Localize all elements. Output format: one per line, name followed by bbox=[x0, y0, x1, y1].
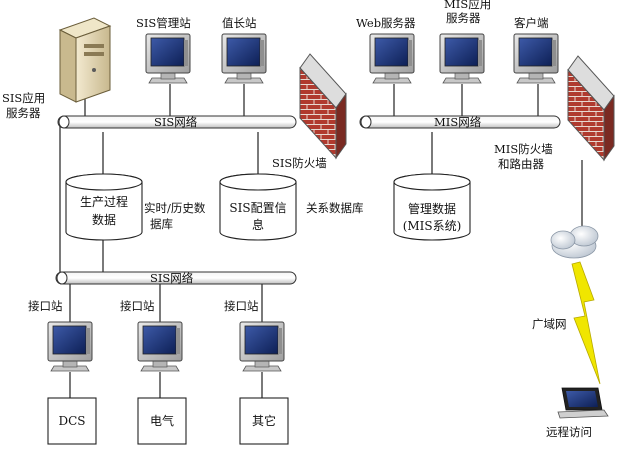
sis-app-server-label-2: 服务器 bbox=[6, 106, 41, 120]
dcs-label: DCS bbox=[58, 414, 85, 428]
interface-station-3-monitor-icon bbox=[239, 321, 285, 372]
web-server-label: Web服务器 bbox=[356, 16, 416, 30]
duty-station-monitor-icon bbox=[221, 33, 267, 84]
production-data-db: 生产过程 数据 bbox=[65, 173, 143, 241]
mis-firewall-icon bbox=[567, 55, 615, 161]
management-data-db: 管理数据 (MIS系统) bbox=[393, 173, 471, 241]
sis-firewall-icon bbox=[299, 53, 347, 159]
other-label: 其它 bbox=[252, 413, 276, 428]
interface-station-2-monitor-icon bbox=[137, 321, 183, 372]
dcs-box: DCS bbox=[47, 397, 97, 445]
laptop-icon bbox=[557, 387, 609, 419]
sis-config-db-line2: 息 bbox=[252, 217, 264, 232]
client-label: 客户端 bbox=[514, 16, 549, 30]
other-box: 其它 bbox=[239, 397, 289, 445]
client-monitor-icon bbox=[513, 33, 559, 84]
sis-config-db-line1: SIS配置信 bbox=[229, 201, 286, 215]
cloud-icon bbox=[550, 225, 599, 259]
sis-mgmt-station-label: SIS管理站 bbox=[136, 16, 191, 30]
sis-network-bottom-bus bbox=[55, 271, 297, 285]
server-icon bbox=[58, 17, 112, 103]
realtime-db-label-1: 实时/历史数 bbox=[144, 201, 206, 215]
duty-station-label: 值长站 bbox=[222, 16, 257, 30]
mis-app-server-monitor-icon bbox=[439, 33, 485, 84]
interface-station-1-label: 接口站 bbox=[28, 299, 63, 313]
sis-network-top-bus bbox=[57, 115, 297, 129]
remote-access-label: 远程访问 bbox=[546, 425, 592, 439]
web-server-monitor-icon bbox=[369, 33, 415, 84]
lightning-bolt-icon bbox=[571, 261, 601, 385]
sis-firewall-label: SIS防火墙 bbox=[272, 156, 327, 170]
interface-station-1-monitor-icon bbox=[47, 321, 93, 372]
mis-network-label: MIS网络 bbox=[434, 115, 482, 129]
sis-config-db: SIS配置信 息 bbox=[219, 173, 297, 241]
sis-network-bottom-label: SIS网络 bbox=[150, 271, 194, 285]
mis-network-bus bbox=[359, 115, 561, 129]
production-db-line1: 生产过程 bbox=[80, 194, 128, 209]
mis-app-server-label-1: MIS应用 bbox=[444, 0, 491, 11]
interface-station-3-label: 接口站 bbox=[224, 299, 259, 313]
mis-app-server-label-2: 服务器 bbox=[446, 11, 481, 25]
management-db-line2: (MIS系统) bbox=[403, 219, 462, 233]
management-db-line1: 管理数据 bbox=[408, 201, 456, 216]
production-db-line2: 数据 bbox=[92, 212, 116, 227]
relational-db-label: 关系数据库 bbox=[306, 201, 364, 215]
wan-label: 广域网 bbox=[532, 317, 567, 331]
labels: SIS应用 服务器 SIS管理站 值长站 Web服务器 MIS应用 服务器 客户… bbox=[2, 0, 592, 439]
connection-lines bbox=[59, 84, 583, 398]
mis-firewall-label-1: MIS防火墙 bbox=[494, 142, 553, 156]
sis-network-top-label: SIS网络 bbox=[154, 115, 198, 129]
mis-firewall-label-2: 和路由器 bbox=[498, 157, 544, 171]
sis-mgmt-station-monitor-icon bbox=[145, 33, 191, 84]
electric-box: 电气 bbox=[137, 397, 187, 445]
electric-label: 电气 bbox=[150, 413, 174, 428]
sis-app-server-label-1: SIS应用 bbox=[2, 91, 45, 105]
realtime-db-label-2: 据库 bbox=[150, 217, 173, 231]
interface-station-2-label: 接口站 bbox=[120, 299, 155, 313]
